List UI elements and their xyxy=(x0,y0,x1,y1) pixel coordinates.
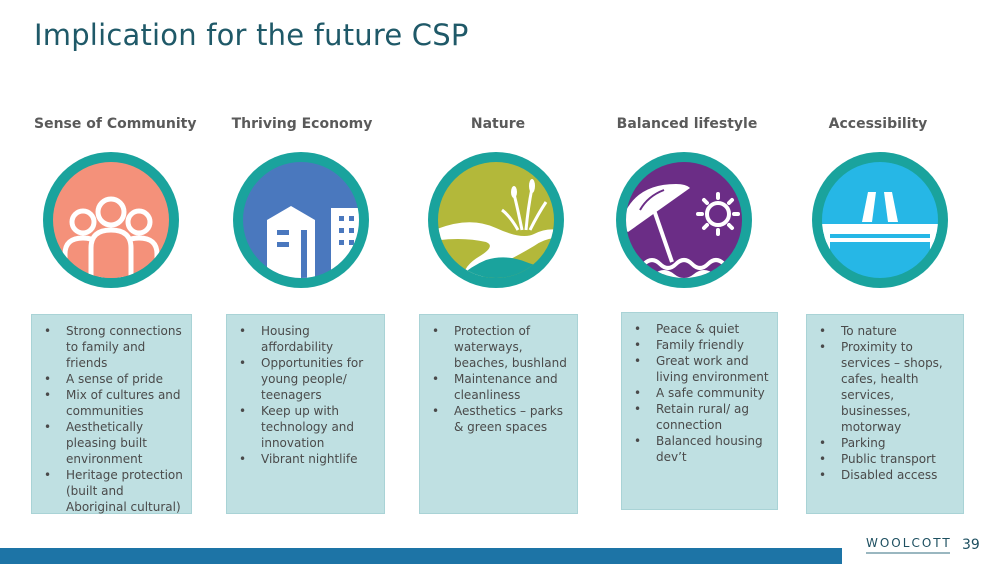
list-item: To nature xyxy=(815,323,955,339)
list-item: A sense of pride xyxy=(40,371,183,387)
list-item: Maintenance and cleanliness xyxy=(428,371,569,403)
heading-nature: Nature xyxy=(470,116,526,132)
logo-tagline-line xyxy=(866,552,950,554)
list-item: Aesthetics – parks & green spaces xyxy=(428,403,569,435)
bullet-box-sense-of-community: Strong connections to family and friends… xyxy=(31,314,192,514)
list-item: Heritage protection (built and Aborigina… xyxy=(40,467,183,515)
bullet-box-nature: Protection of waterways, beaches, bushla… xyxy=(419,314,578,514)
heading-thriving-economy: Thriving Economy xyxy=(231,116,373,132)
bullet-box-accessibility: To nature Proximity to services – shops,… xyxy=(806,314,964,514)
list-item: Disabled access xyxy=(815,467,955,483)
list-item: Public transport xyxy=(815,451,955,467)
list-item: Aesthetically pleasing built environment xyxy=(40,419,183,467)
heading-sense-of-community: Sense of Community xyxy=(34,116,197,132)
buildings-icon xyxy=(233,152,369,288)
list-item: Peace & quiet xyxy=(630,321,769,337)
list-item: Balanced housing dev’t xyxy=(630,433,769,465)
footer-bar xyxy=(0,548,842,564)
list-item: Great work and living environment xyxy=(630,353,769,385)
list-item: Parking xyxy=(815,435,955,451)
list-item: Family friendly xyxy=(630,337,769,353)
heading-balanced-lifestyle: Balanced lifestyle xyxy=(616,116,758,132)
page-number: 39 xyxy=(962,537,980,553)
list-item: Housing affordability xyxy=(235,323,376,355)
list-item: Protection of waterways, beaches, bushla… xyxy=(428,323,569,371)
list-item: Keep up with technology and innovation xyxy=(235,403,376,451)
list-item: Proximity to services – shops, cafes, he… xyxy=(815,339,955,435)
heading-accessibility: Accessibility xyxy=(828,116,928,132)
woolcott-logo: WOOLCOTT xyxy=(866,537,952,557)
bullet-box-thriving-economy: Housing affordability Opportunities for … xyxy=(226,314,385,514)
motorway-icon xyxy=(812,152,948,288)
list-item: Strong connections to family and friends xyxy=(40,323,183,371)
beach-umbrella-sun-icon xyxy=(616,152,752,288)
nature-river-icon xyxy=(428,152,564,288)
people-icon xyxy=(43,152,179,288)
list-item: Mix of cultures and communities xyxy=(40,387,183,419)
list-item: Vibrant nightlife xyxy=(235,451,376,467)
list-item: Opportunities for young people/ teenager… xyxy=(235,355,376,403)
bullet-box-balanced-lifestyle: Peace & quiet Family friendly Great work… xyxy=(621,312,778,510)
logo-wordmark: WOOLCOTT xyxy=(866,536,952,550)
list-item: Retain rural/ ag connection xyxy=(630,401,769,433)
list-item: A safe community xyxy=(630,385,769,401)
slide-title: Implication for the future CSP xyxy=(34,18,469,52)
